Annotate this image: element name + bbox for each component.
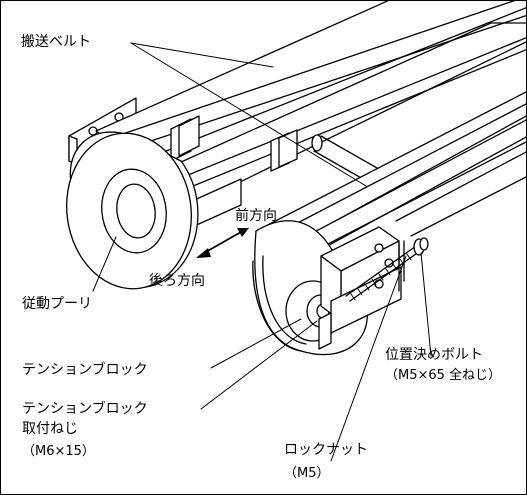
label-positioning-bolt-spec: （M5×65 全ねじ） — [385, 368, 502, 383]
label-tension-block-screw-line1: テンションブロック — [22, 401, 148, 417]
label-lock-nut-spec: （M5） — [284, 466, 330, 481]
leader-lines — [92, 42, 432, 462]
rear-conveyor — [66, 1, 526, 290]
label-tension-block-screw-line2: 取付ねじ — [22, 421, 78, 437]
front-conveyor — [252, 91, 526, 356]
label-tension-block: テンションブロック — [22, 362, 148, 378]
label-tension-block-screw-spec: （M6×15） — [22, 444, 95, 459]
direction-arrow — [196, 228, 249, 258]
label-positioning-bolt: 位置決めボルト — [385, 347, 483, 363]
label-backward-direction: 後ろ方向 — [149, 273, 205, 289]
label-transport-belt: 搬送ベルト — [21, 34, 91, 50]
label-lock-nut: ロックナット — [284, 442, 368, 458]
label-forward-direction: 前方向 — [235, 208, 277, 224]
label-driven-pulley: 従動プーリ — [22, 296, 92, 312]
